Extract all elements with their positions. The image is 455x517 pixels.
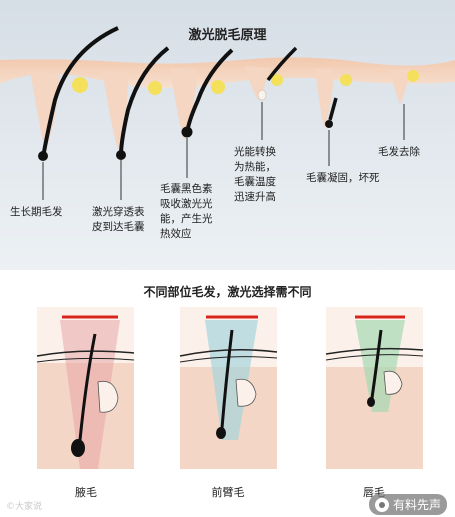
- bottom-title: 不同部位毛发，激光选择需不同: [143, 285, 312, 299]
- caption-growth-hair: 生长期毛发: [10, 206, 63, 218]
- caption-energy-to-heat: 光能转换 为热能， 毛囊温度 迅速升高: [234, 146, 276, 203]
- hair-3: [186, 48, 234, 129]
- sebaceous-glands: [72, 70, 419, 95]
- top-background: [0, 0, 455, 270]
- hair-4: [266, 46, 298, 82]
- caption-melanin-absorbs: 毛囊黑色素 吸收激光光 能，产生光 热效应: [160, 183, 213, 240]
- panel-label-axilla: 腋毛: [75, 486, 97, 499]
- panel-label-forearm: 前臂毛: [211, 486, 245, 499]
- hair-1: [42, 26, 119, 153]
- caption-follicle-coagulates: 毛囊凝固，坏死: [306, 172, 380, 184]
- panel-axilla: [36, 307, 135, 469]
- panel-lip: [325, 307, 424, 469]
- caption-pointers: [42, 102, 405, 200]
- top-title: 激光脱毛原理: [188, 28, 267, 43]
- hair-5: [328, 97, 338, 121]
- watermark-right-text: 有料先声: [392, 498, 441, 512]
- caption-laser-penetrates: 激光穿透表 皮到达毛囊: [92, 206, 145, 233]
- hair-2: [119, 46, 170, 153]
- wechat-icon: [374, 497, 389, 512]
- panel-forearm: [179, 307, 278, 469]
- hair-stages: [38, 26, 338, 161]
- watermark-right: 有料先声: [368, 494, 447, 515]
- watermark-left: ©大家说: [6, 502, 43, 512]
- follicles: [30, 66, 410, 150]
- caption-hair-removed: 毛发去除: [378, 146, 420, 158]
